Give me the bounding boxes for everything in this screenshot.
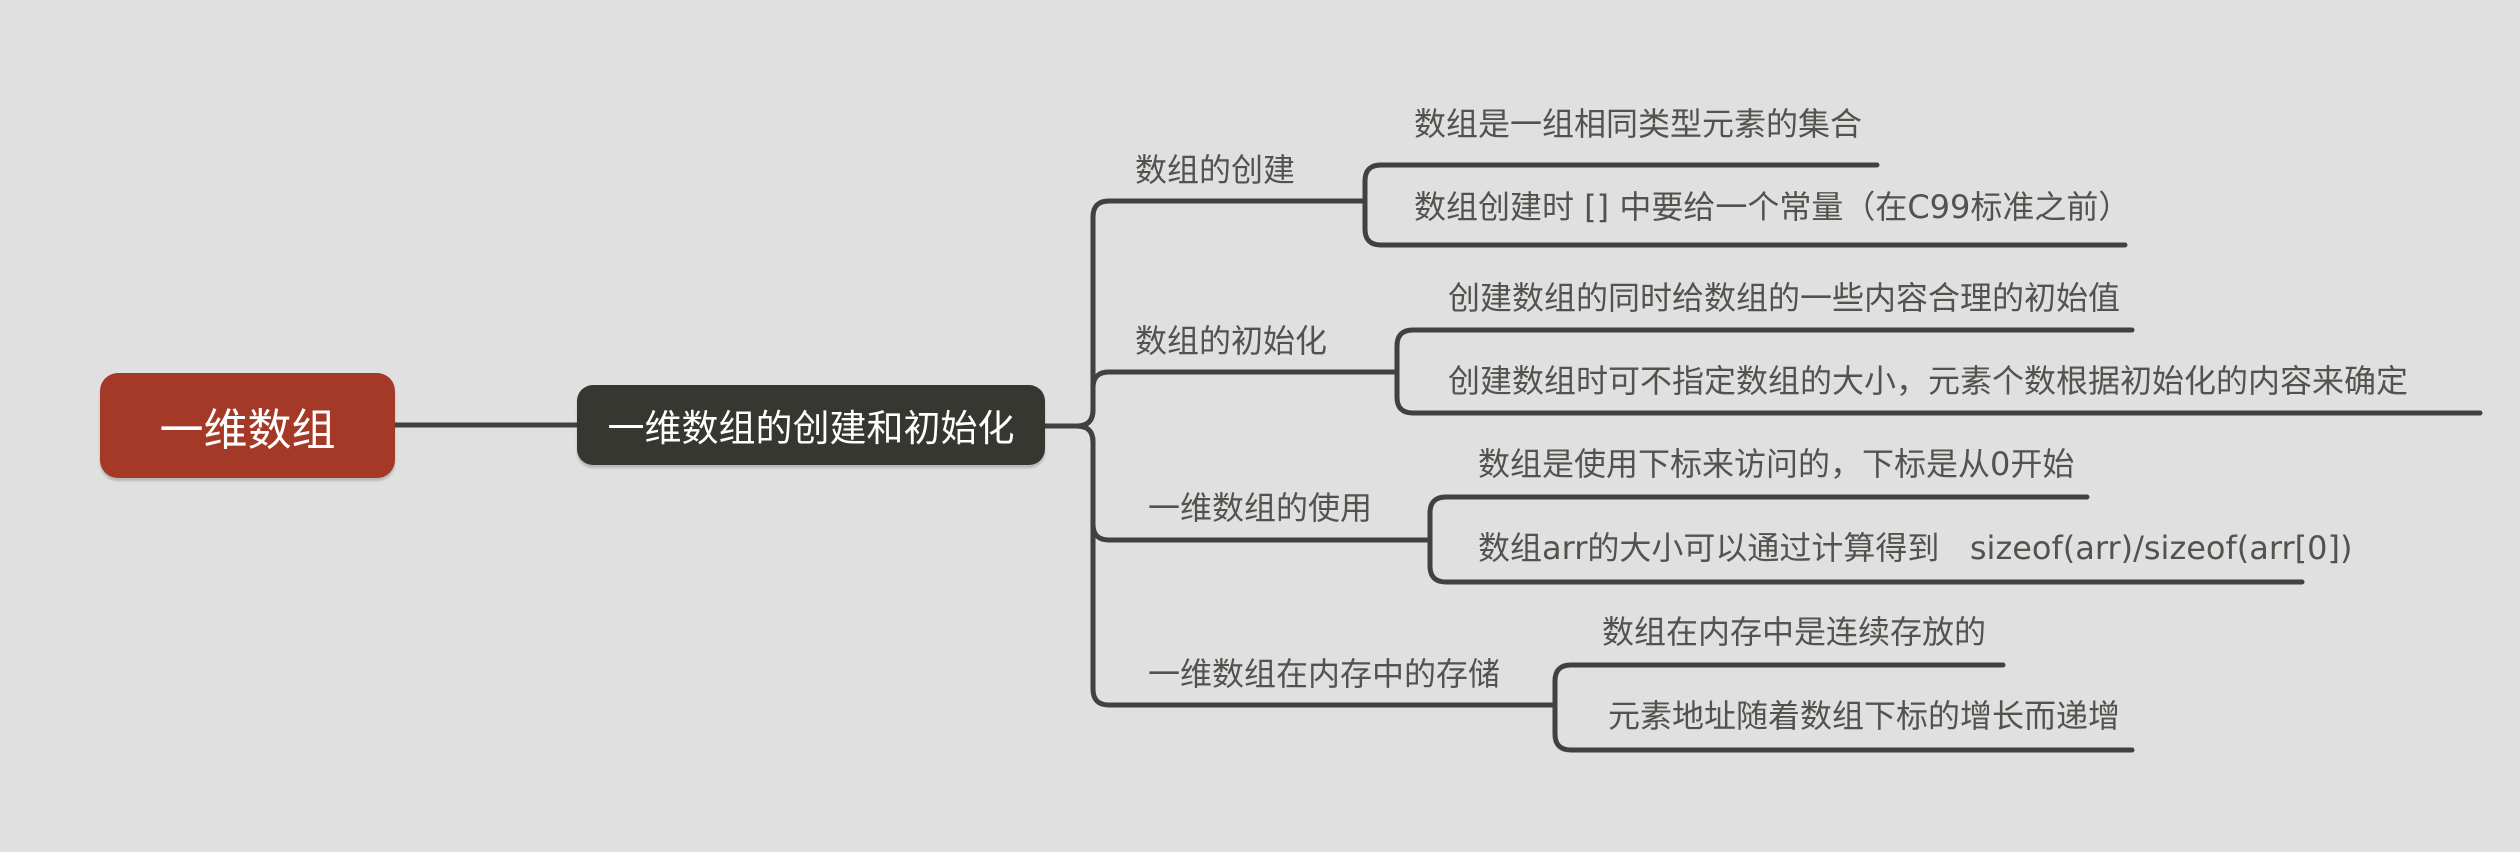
branch-1-children-bracket — [1362, 162, 2128, 248]
branch-4-connector — [1042, 423, 1558, 708]
branch-3-children-bracket — [1427, 494, 2305, 585]
branch-2-connector — [1042, 369, 1400, 429]
subtopic-array-memory-storage-1[interactable]: 数组在内存中是连续存放的 — [1602, 613, 1987, 651]
subtopic-array-creation-1[interactable]: 数组是一组相同类型元素的集合 — [1414, 105, 1863, 143]
branch-4-children-bracket — [1552, 662, 2135, 753]
branch-topic-array-initialization[interactable]: 数组的初始化 — [1135, 322, 1328, 360]
subtopic-array-memory-storage-2[interactable]: 元素地址随着数组下标的增长而递增 — [1608, 697, 2121, 735]
root-topic[interactable]: 一维数组 — [100, 373, 395, 478]
subtopic-array-initialization-2[interactable]: 创建数组时可不指定数组的大小，元素个数根据初始化的内容来确定 — [1448, 362, 2409, 400]
subtopic-array-usage-2[interactable]: 数组arr的大小可以通过计算得到 sizeof(arr)/sizeof(arr[… — [1478, 529, 2353, 567]
branch-topic-array-memory-storage[interactable]: 一维数组在内存中的存储 — [1148, 655, 1501, 693]
branch-topic-array-usage[interactable]: 一维数组的使用 — [1148, 489, 1373, 527]
branch-topic-array-creation[interactable]: 数组的创建 — [1135, 151, 1296, 189]
subtopic-array-initialization-1[interactable]: 创建数组的同时给数组的一些内容合理的初始值 — [1448, 279, 2121, 317]
central-topic[interactable]: 一维数组的创建和初始化 — [577, 385, 1045, 465]
subtopic-array-creation-2[interactable]: 数组创建时 [] 中要给一个常量（在C99标准之前） — [1414, 188, 2131, 226]
branch-2-children-bracket — [1394, 327, 2483, 416]
subtopic-array-usage-1[interactable]: 数组是使用下标来访问的，下标是从0开始 — [1478, 445, 2075, 483]
